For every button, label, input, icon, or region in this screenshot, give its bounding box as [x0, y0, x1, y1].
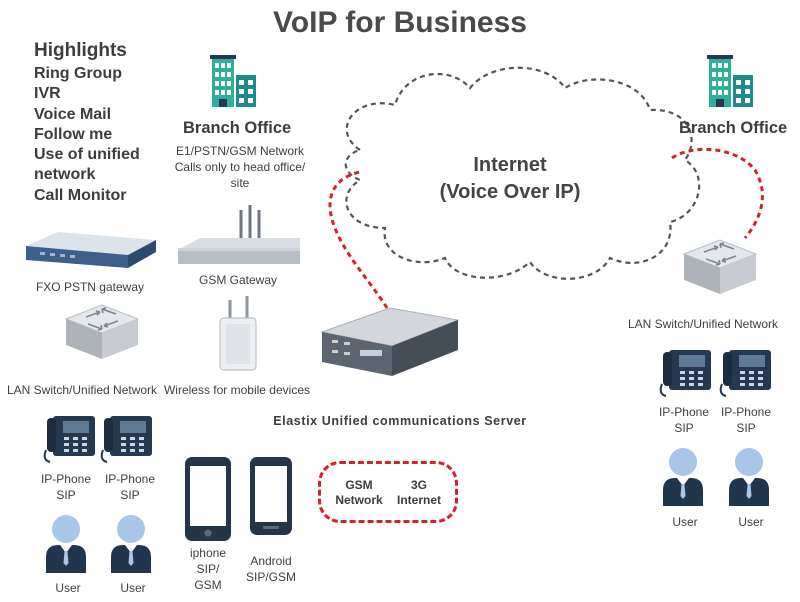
highlight-item: Call Monitor	[34, 186, 127, 204]
internet-cloud	[344, 66, 701, 280]
ip-phone-label-line: IP-Phone	[658, 405, 710, 419]
ip-phone-label: IP-Phone SIP	[100, 471, 160, 503]
android-label-line: Android	[250, 554, 292, 568]
gsm-network-label: GSM Network	[330, 478, 388, 508]
highlight-item: Follow me	[34, 125, 113, 143]
branch-desc-line: Calls only to head office/	[174, 160, 306, 174]
building-icon	[210, 55, 256, 107]
highlights-heading: Highlights	[34, 40, 127, 61]
branch-desc-line: E1/PSTN/GSM Network	[175, 144, 305, 158]
fxo-gateway-label: FXO PSTN gateway	[35, 280, 145, 294]
ip-phone-icon	[43, 415, 96, 463]
ip-phone-label: IP-Phone SIP	[36, 471, 96, 503]
internet-line2: (Voice Over IP)	[439, 181, 581, 203]
iphone-label-line: SIP/	[196, 562, 220, 576]
user-label: User	[672, 515, 698, 529]
ip-phone-label-line: SIP	[56, 488, 76, 502]
lan-switch-icon	[65, 304, 139, 360]
highlight-item: Ring Group	[34, 65, 122, 82]
3g-internet-label: 3G Internet	[390, 478, 448, 508]
cloud-right-branch-link	[671, 147, 764, 239]
lan-switch-right-label: LAN Switch/Unified Network	[627, 317, 779, 331]
gsm-network-line: Network	[335, 493, 383, 507]
highlight-item: Use of unified network	[34, 146, 140, 184]
ip-phone-icon	[719, 349, 772, 397]
ip-phone-label: IP-Phone SIP	[654, 404, 714, 436]
branch-desc-line: site	[230, 176, 250, 190]
ip-phone-label-line: SIP	[120, 488, 140, 502]
android-label: Android SIP/GSM	[236, 553, 306, 585]
branch-office-left-desc: E1/PSTN/GSM Network Calls only to head o…	[150, 143, 330, 191]
ip-phone-label-line: IP-Phone	[104, 472, 156, 486]
ip-phone-icon	[659, 349, 712, 397]
branch-office-left-title: Branch Office	[183, 119, 292, 137]
android-phone-icon	[250, 457, 292, 535]
server-label: Elastix Unified communications Server	[273, 414, 527, 428]
user-icon	[663, 448, 703, 506]
server-cloud-link	[328, 170, 389, 309]
lan-switch-left-label: LAN Switch/Unified Network	[7, 383, 158, 397]
android-label-line: SIP/GSM	[245, 570, 296, 584]
3g-internet-line: Internet	[396, 493, 441, 507]
wireless-ap-icon	[219, 296, 257, 371]
gsm-gateway-icon	[178, 205, 300, 264]
mobile-networks-box	[318, 461, 458, 523]
highlights-list: Ring Group IVR Voice Mail Follow me Use …	[34, 64, 164, 206]
gsm-gateway-label: GSM Gateway	[198, 273, 278, 287]
user-label: User	[738, 515, 764, 529]
ip-phone-label: IP-Phone SIP	[716, 404, 776, 436]
lan-switch-icon	[683, 239, 757, 295]
ip-phone-label-line: SIP	[674, 421, 694, 435]
3g-internet-line: 3G	[410, 478, 427, 492]
ip-phone-label-line: IP-Phone	[720, 405, 772, 419]
ip-phone-icon	[100, 415, 153, 463]
wireless-label: Wireless for mobile devices	[163, 383, 310, 397]
highlight-item: Voice Mail	[34, 105, 112, 123]
gsm-network-line: GSM	[345, 478, 373, 492]
building-icon	[707, 55, 753, 107]
internet-line1: Internet	[473, 154, 547, 176]
user-icon	[46, 515, 86, 573]
iphone-label-line: GSM	[194, 578, 222, 592]
page-title: VoIP for Business	[273, 6, 527, 39]
ip-phone-label-line: IP-Phone	[40, 472, 92, 486]
user-label: User	[55, 581, 81, 595]
branch-office-right-title: Branch Office	[679, 119, 788, 137]
ip-phone-label-line: SIP	[736, 421, 756, 435]
iphone-icon	[185, 457, 231, 541]
highlight-item: IVR	[34, 85, 61, 103]
iphone-label-line: iphone	[189, 546, 227, 560]
user-label: User	[120, 581, 146, 595]
user-icon	[729, 448, 769, 506]
server-icon	[320, 307, 460, 376]
fxo-gateway-icon	[26, 232, 156, 268]
internet-label: Internet (Voice Over IP)	[395, 152, 625, 206]
iphone-label: iphone SIP/ GSM	[178, 545, 238, 593]
user-icon	[111, 515, 151, 573]
